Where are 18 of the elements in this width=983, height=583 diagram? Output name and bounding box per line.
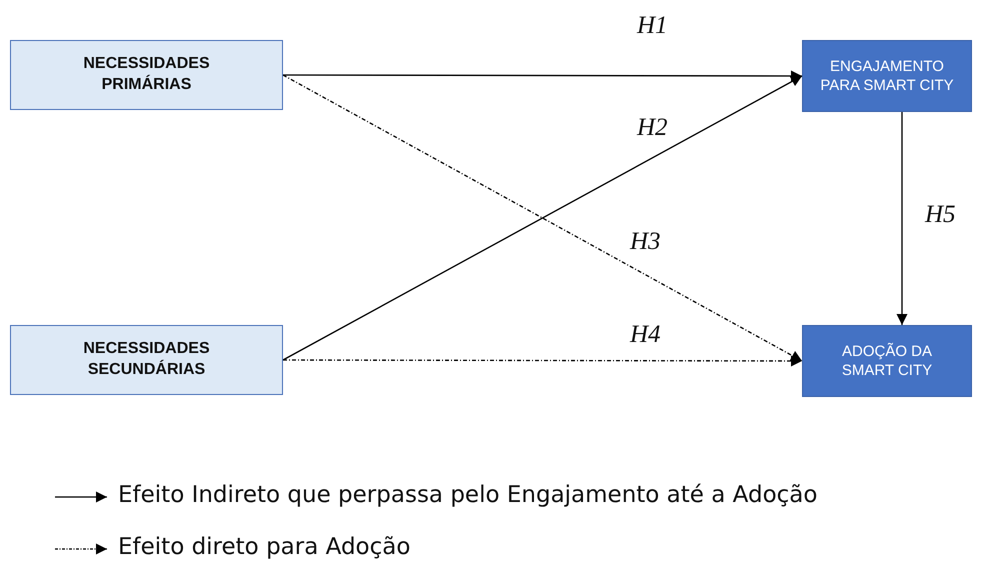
edge-label: H1 (637, 12, 668, 40)
box-label: NECESSIDADES SECUNDÁRIAS (82, 339, 211, 380)
box-label: ADOÇÃO DA SMART CITY (840, 342, 934, 380)
concept-box (10, 325, 283, 395)
concept-box (802, 40, 972, 112)
box-label: NECESSIDADES PRIMÁRIAS (82, 54, 211, 95)
arrow (283, 70, 802, 82)
box-label: ENGAJAMENTO PARA SMART CITY (819, 56, 955, 96)
edge-label: H2 (637, 114, 668, 142)
concept-box (10, 40, 283, 110)
legend-text: Efeito Indireto que perpassa pelo Engajamento até a Adoção (118, 482, 818, 508)
edge-label: H5 (925, 201, 956, 229)
edge-label: H3 (630, 228, 661, 256)
arrow (283, 355, 802, 366)
concept-box (802, 325, 972, 397)
edge-label: H4 (630, 321, 661, 349)
arrow (896, 112, 908, 325)
legend-text: Efeito direto para Adoção (118, 534, 410, 560)
